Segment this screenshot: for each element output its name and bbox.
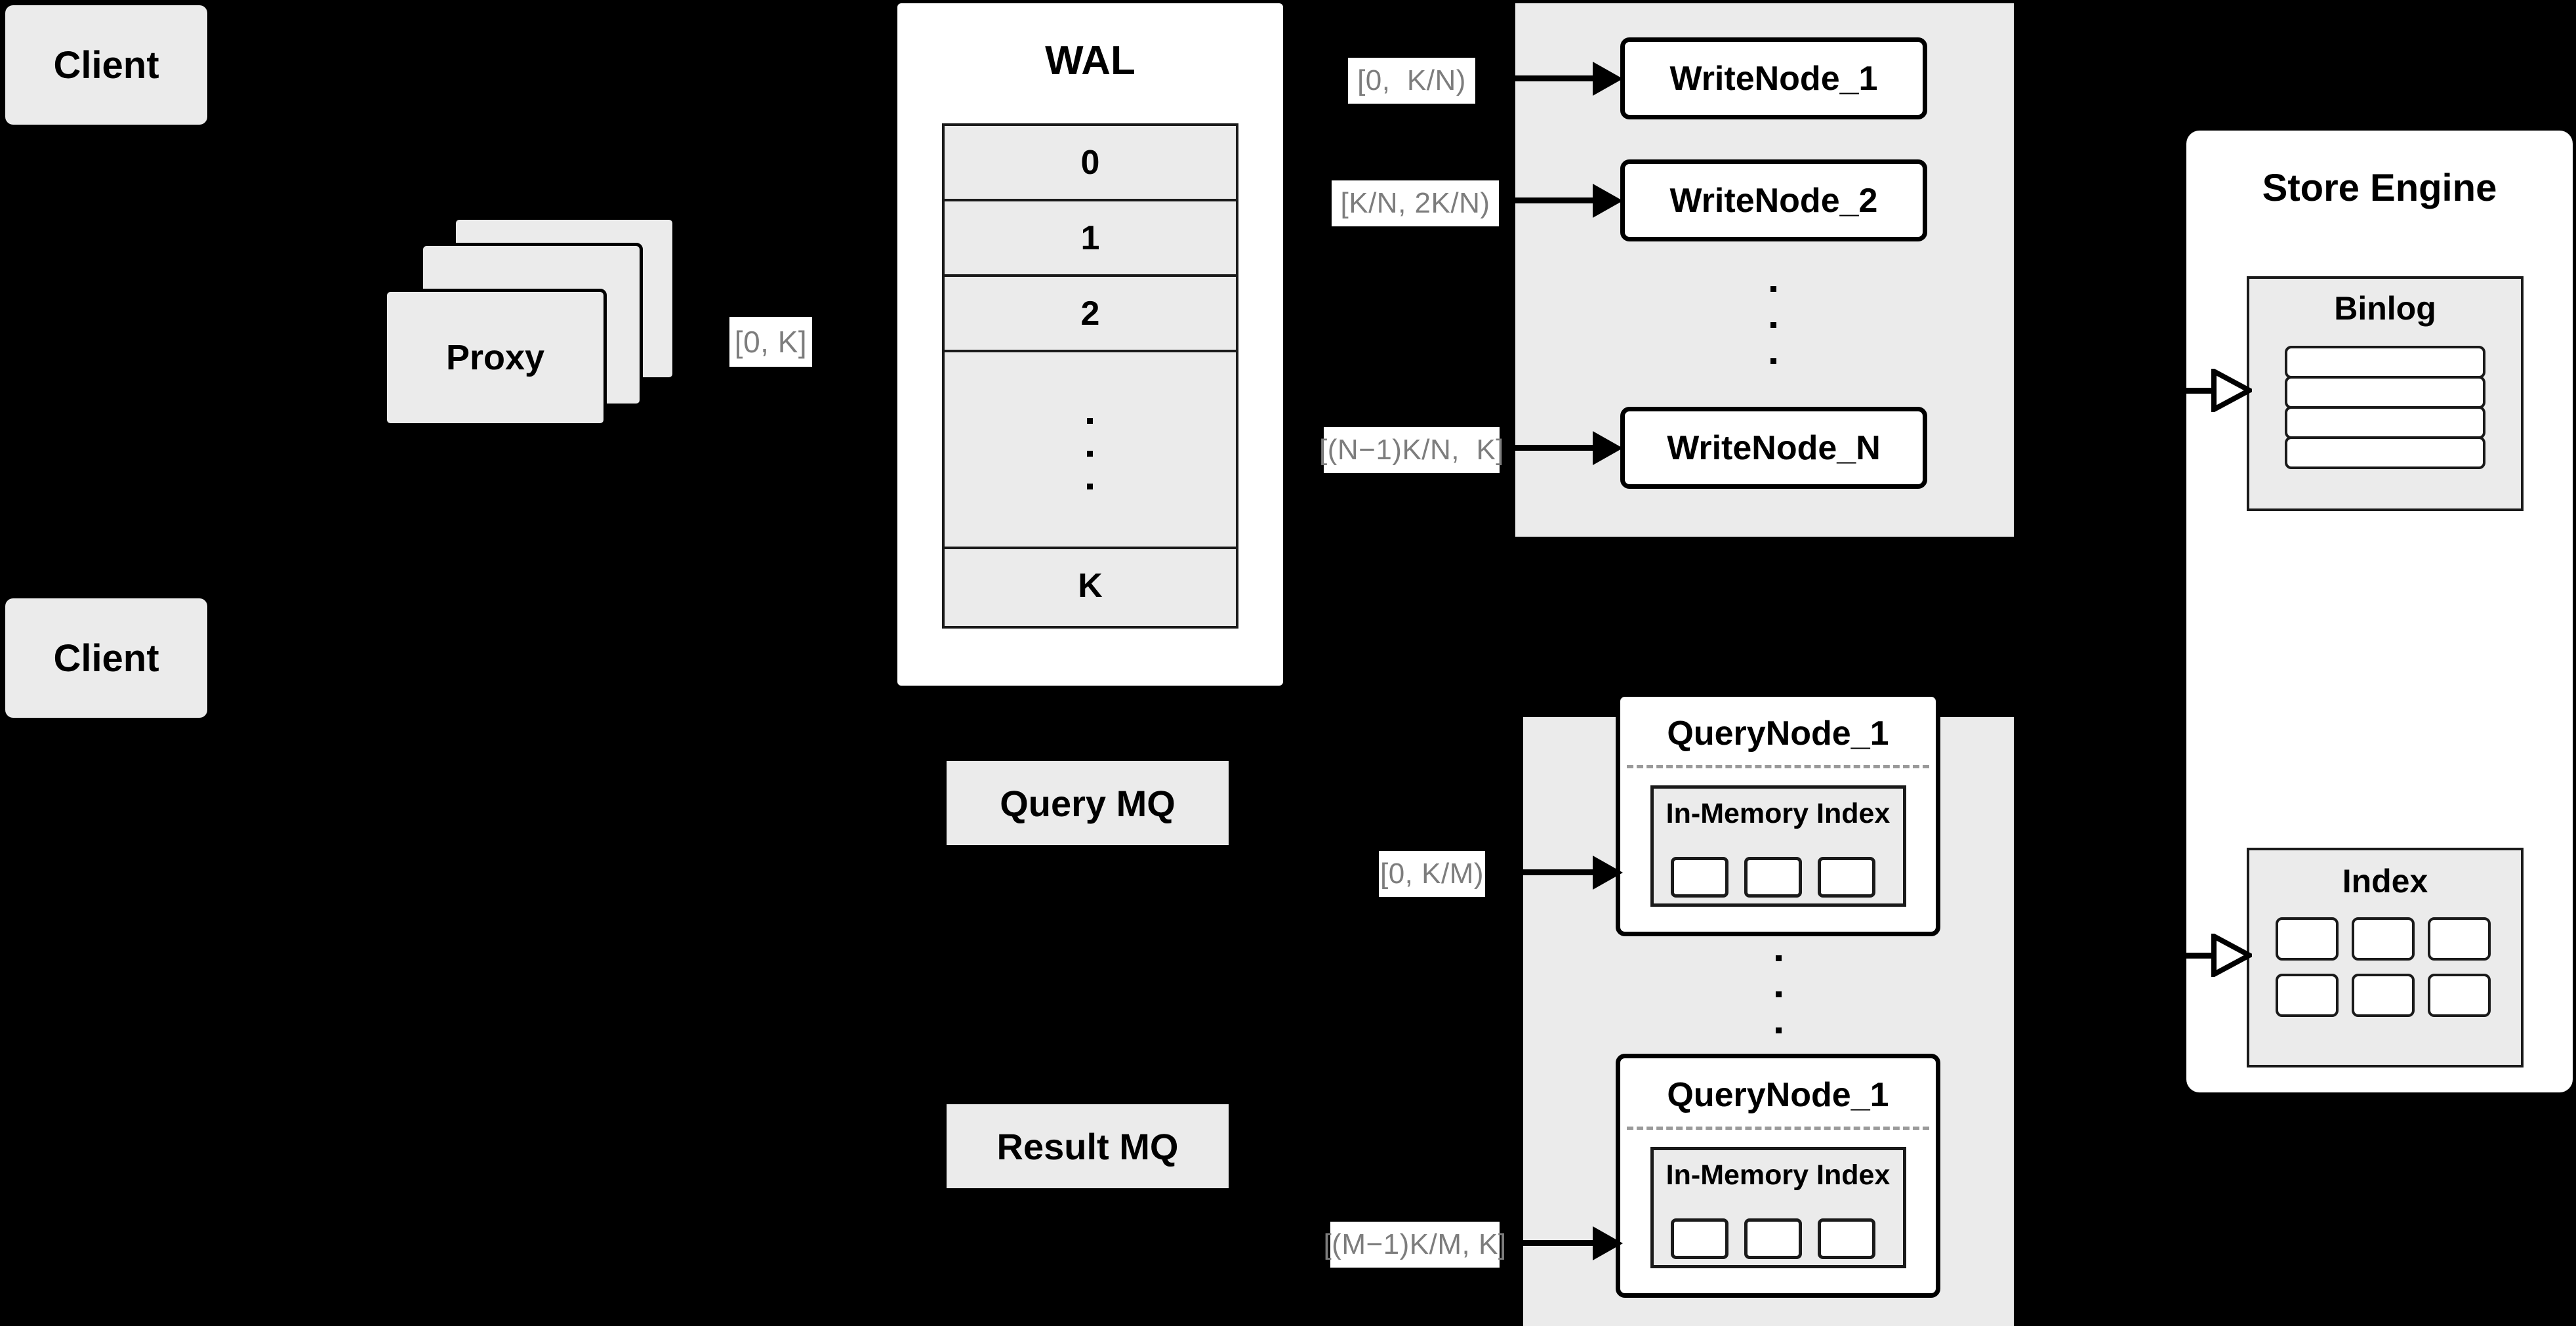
arrow-shaft-writenode-n [1515, 445, 1594, 451]
write-node-2-label: WriteNode_2 [1669, 181, 1878, 220]
wal-title: WAL [1045, 38, 1135, 83]
write-node-1-label: WriteNode_1 [1669, 59, 1878, 98]
store-engine-title: Store Engine [2262, 167, 2497, 209]
edge-label-proxy-to-wal: [0, K] [729, 317, 812, 367]
arrow-shaft-writenode-1 [1515, 75, 1594, 81]
binlog-row [2285, 376, 2485, 409]
arrow-head-querynode-1 [1593, 856, 1623, 890]
index-cell [1817, 1218, 1875, 1259]
index-cell [1670, 1218, 1728, 1259]
wal-row-label: 0 [1080, 143, 1100, 182]
edge-label-writenode-n-text: [(N−1)K/N, K] [1319, 434, 1505, 466]
arrow-shaft-to-binlog [2186, 388, 2214, 394]
proxy-label: Proxy [445, 338, 545, 377]
index-cell [2276, 974, 2339, 1017]
edge-label-writenode-2: [K/N, 2K/N) [1332, 180, 1499, 226]
write-node-n-label: WriteNode_N [1667, 428, 1881, 467]
binlog-row [2285, 346, 2485, 379]
binlog-row [2285, 406, 2485, 439]
arrow-shaft-querynode-m [1515, 1240, 1594, 1246]
query-node-1-inmemory-index-title: In-Memory Index [1666, 798, 1891, 829]
index-cell [1744, 857, 1802, 898]
wal-container: WAL 0 1 2 K [897, 3, 1283, 686]
arrow-head-open-binlog [2211, 369, 2252, 412]
edge-label-querynode-m: [(M−1)K/M, K] [1323, 1222, 1506, 1268]
edge-label-querynode-m-text: [(M−1)K/M, K] [1323, 1228, 1507, 1260]
arrow-head-open-index [2211, 934, 2252, 977]
write-node-n: WriteNode_N [1620, 407, 1927, 489]
arrow-shaft-writenode-2 [1515, 197, 1594, 203]
binlog-panel: Binlog [2247, 276, 2524, 511]
result-mq-label: Result MQ [996, 1125, 1179, 1167]
proxy-node: Proxy [384, 289, 607, 426]
index-cell [1817, 857, 1875, 898]
ellipsis-dot [1087, 418, 1093, 424]
arrow-shaft-to-index [2186, 953, 2214, 959]
arrow-shaft-querynode-1 [1515, 869, 1594, 875]
index-cell [2352, 917, 2415, 961]
arrow-head-writenode-1 [1593, 62, 1623, 96]
edge-label-writenode-1: [0, K/N) [1348, 58, 1475, 104]
arrow-head-querynode-m [1593, 1226, 1623, 1260]
query-node-1: QueryNode_1 In-Memory Index [1616, 692, 1940, 936]
index-title: Index [2342, 863, 2428, 900]
store-engine-container: Store Engine Binlog Index [2186, 131, 2573, 1092]
binlog-title: Binlog [2334, 290, 2436, 327]
index-cell [1670, 857, 1728, 898]
index-cell [2428, 917, 2491, 961]
ellipsis-dot [1776, 1027, 1782, 1033]
arrow-head-writenode-n [1593, 431, 1623, 465]
query-node-1-divider [1627, 765, 1929, 768]
ellipsis-dot [1087, 451, 1093, 457]
client-node-2: Client [5, 598, 207, 718]
index-cell [2352, 974, 2415, 1017]
query-node-m-inmemory-index-title: In-Memory Index [1666, 1159, 1891, 1191]
wal-row-label: K [1078, 567, 1103, 605]
write-node-1: WriteNode_1 [1620, 37, 1927, 119]
edge-label-querynode-1: [0, K/M) [1379, 851, 1485, 897]
wal-row: K [945, 549, 1236, 623]
ellipsis-dot [1770, 322, 1776, 328]
query-node-1-inmemory-index: In-Memory Index [1650, 785, 1906, 907]
query-mq-label: Query MQ [1000, 782, 1176, 824]
client-node-1-label: Client [53, 43, 159, 87]
result-mq-node: Result MQ [947, 1104, 1229, 1188]
edge-label-writenode-n: [(N−1)K/N, K] [1319, 427, 1504, 473]
ellipsis-dot [1770, 286, 1776, 292]
index-cell [2428, 974, 2491, 1017]
binlog-row [2285, 436, 2485, 469]
index-cell [1744, 1218, 1802, 1259]
edge-label-querynode-1-text: [0, K/M) [1380, 858, 1484, 890]
index-panel: Index [2247, 848, 2524, 1067]
wal-row-label: 2 [1080, 294, 1100, 333]
query-node-m-inmemory-index: In-Memory Index [1650, 1147, 1906, 1268]
ellipsis-dot [1776, 991, 1782, 997]
edge-label-proxy-to-wal-text: [0, K] [734, 325, 808, 359]
query-mq-node: Query MQ [947, 761, 1229, 845]
edge-label-writenode-1-text: [0, K/N) [1357, 64, 1466, 96]
wal-row-ellipsis [945, 352, 1236, 549]
wal-table: 0 1 2 K [942, 123, 1238, 629]
client-node-1: Client [5, 5, 207, 125]
wal-row: 1 [945, 201, 1236, 277]
wal-row: 2 [945, 277, 1236, 352]
query-node-m: QueryNode_1 In-Memory Index [1616, 1054, 1940, 1298]
wal-row-label: 1 [1080, 218, 1100, 257]
query-node-m-divider [1627, 1127, 1929, 1130]
wal-row: 0 [945, 126, 1236, 201]
arrow-head-writenode-2 [1593, 184, 1623, 218]
write-node-2: WriteNode_2 [1620, 159, 1927, 241]
ellipsis-dot [1087, 484, 1093, 489]
ellipsis-dot [1770, 358, 1776, 364]
edge-label-writenode-2-text: [K/N, 2K/N) [1340, 187, 1490, 219]
query-node-m-title: QueryNode_1 [1667, 1076, 1889, 1114]
index-cell [2276, 917, 2339, 961]
query-node-1-title: QueryNode_1 [1667, 715, 1889, 753]
client-node-2-label: Client [53, 636, 159, 680]
ellipsis-dot [1776, 955, 1782, 961]
